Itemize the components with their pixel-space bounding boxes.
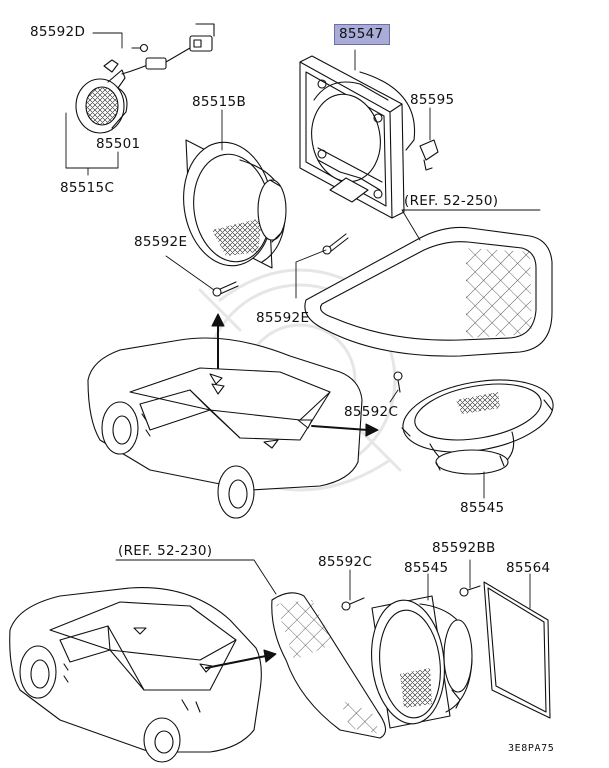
tweeter-85515c bbox=[75, 23, 215, 134]
label-85501: 85501 bbox=[96, 136, 141, 152]
leaders-tweeter bbox=[65, 32, 123, 176]
label-85592e-left: 85592E bbox=[134, 234, 188, 250]
arrows-upper bbox=[217, 323, 369, 431]
upper-car bbox=[87, 337, 363, 519]
label-85515b: 85515B bbox=[192, 94, 247, 110]
door-panel-52-230 bbox=[271, 592, 387, 739]
screw-85592c-upper bbox=[393, 371, 403, 393]
leaders-lower bbox=[349, 559, 531, 609]
label-85592c-upper: 85592C bbox=[344, 404, 399, 420]
gasket-85564 bbox=[483, 581, 551, 719]
diagram-code: 3E8PA75 bbox=[508, 743, 555, 754]
arrowhead-up bbox=[211, 313, 225, 327]
label-85595: 85595 bbox=[410, 92, 455, 108]
leaders-85592e bbox=[165, 249, 327, 299]
label-ref-52-250: (REF. 52-250) bbox=[404, 193, 499, 209]
leader-ref-52-250 bbox=[401, 209, 541, 241]
clip-85595 bbox=[419, 139, 439, 171]
screw-85592bb bbox=[459, 585, 481, 597]
label-85592bb: 85592BB bbox=[432, 540, 496, 556]
label-85592e-right: 85592E bbox=[256, 310, 310, 326]
speaker-85515b bbox=[183, 139, 287, 269]
screw-85592c-lower bbox=[341, 597, 365, 611]
lower-car bbox=[9, 587, 262, 763]
label-ref-52-230: (REF. 52-230) bbox=[118, 543, 213, 559]
label-85545-lower: 85545 bbox=[404, 560, 449, 576]
label-85592c-lower: 85592C bbox=[318, 554, 373, 570]
arrow-lower bbox=[205, 655, 267, 669]
label-85564: 85564 bbox=[506, 560, 551, 576]
bracket-85547 bbox=[299, 55, 416, 219]
label-85545-upper: 85545 bbox=[460, 500, 505, 516]
speaker-85545-upper bbox=[401, 379, 554, 475]
screws-85592e bbox=[212, 233, 349, 297]
label-85547-highlighted: 85547 bbox=[334, 24, 391, 45]
speaker-85545-lower bbox=[371, 595, 473, 729]
leader-ref-52-230 bbox=[115, 559, 277, 595]
trim-cover-52-250 bbox=[304, 226, 553, 357]
label-85515c: 85515C bbox=[60, 180, 115, 196]
arrowhead-lower bbox=[263, 649, 277, 663]
arrowhead-right bbox=[365, 423, 379, 437]
leaders-85545-upper bbox=[389, 389, 485, 499]
label-85592d: 85592D bbox=[30, 24, 86, 40]
